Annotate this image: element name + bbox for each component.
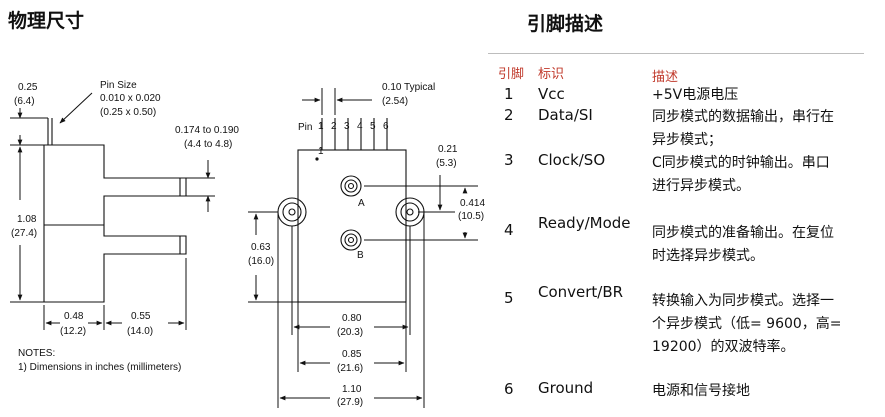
dimension-drawing: 0.25 (6.4) Pin Size 0.010 x 0.020 (0.25 … [10, 80, 485, 408]
ab-spacing-in: 0.414 [460, 198, 485, 209]
row-2-name: Data/SI [538, 106, 593, 124]
row-3-pin: 3 [504, 151, 514, 169]
row-6-pin: 6 [504, 380, 514, 398]
row-3-desc: C同步模式的时钟输出。串口进行异步模式。 [652, 155, 830, 194]
pin-description-heading: 引脚描述 [527, 13, 604, 35]
row-1-desc: +5V电源电压 [652, 87, 739, 103]
header-name: 标识 [538, 67, 565, 82]
tube-len-mm: (14.0) [127, 326, 153, 337]
base-in: 0.48 [64, 311, 84, 322]
row-4-name: Ready/Mode [538, 214, 631, 232]
row-2-desc: 同步模式的数据输出，串行在异步模式； [652, 109, 834, 148]
height-in: 1.08 [17, 214, 37, 225]
row-6-name: Ground [538, 379, 594, 397]
row-5-name: Convert/BR [538, 283, 624, 301]
row-2-pin: 2 [504, 106, 514, 124]
row-6-desc: 电源和信号接地 [652, 383, 750, 399]
tube-dia-mm: (4.4 to 4.8) [184, 139, 232, 150]
ab-offset-in: 0.21 [438, 144, 458, 155]
tube-len-in: 0.55 [131, 311, 151, 322]
physical-dimensions-heading: 物理尺寸 [8, 10, 85, 32]
side-view: 0.25 (6.4) Pin Size 0.010 x 0.020 (0.25 … [10, 80, 239, 373]
front-view: 0.10 Typical (2.54) Pin 1 2 3 4 5 6 1 A … [248, 82, 485, 408]
ab-spacing-mm: (10.5) [458, 211, 484, 222]
pin-size-mm: (0.25 x 0.50) [100, 107, 156, 118]
pin-size-in: 0.010 x 0.020 [100, 93, 161, 104]
row-1-name: Vcc [538, 85, 565, 103]
ab-offset-mm: (5.3) [436, 158, 457, 169]
body-width-in: 0.85 [342, 349, 362, 360]
pin-number-1: 1 [318, 121, 324, 132]
pin-number-4: 4 [357, 121, 363, 132]
row-4-pin: 4 [504, 221, 514, 239]
row-4-desc: 同步模式的准备输出。在复位时选择异步模式。 [652, 225, 834, 264]
pin-number-6: 6 [383, 121, 389, 132]
notes-title: NOTES: [18, 348, 55, 359]
pin-number-2: 2 [331, 121, 337, 132]
tube-dia-in: 0.174 to 0.190 [175, 125, 239, 136]
top-offset-mm: (6.4) [14, 96, 35, 107]
pin-number-3: 3 [344, 121, 350, 132]
port-b-label: B [357, 250, 364, 261]
base-mm: (12.2) [60, 326, 86, 337]
row-5-pin: 5 [504, 289, 514, 307]
height-mm: (27.4) [11, 228, 37, 239]
total-width-in: 1.10 [342, 384, 362, 395]
pin1-marker: 1 [318, 146, 324, 157]
body-width-mm: (21.6) [337, 363, 363, 374]
pitch-in: 0.10 Typical [382, 82, 435, 93]
notes-line: 1) Dimensions in inches (millimeters) [18, 362, 181, 373]
row-1-pin: 1 [504, 85, 514, 103]
hole-height-mm: (16.0) [248, 256, 274, 267]
pin-number-5: 5 [370, 121, 376, 132]
hole-spacing-mm: (20.3) [337, 327, 363, 338]
top-offset-in: 0.25 [18, 82, 38, 93]
pitch-mm: (2.54) [382, 96, 408, 107]
port-a-label: A [358, 198, 365, 209]
heading-divider [488, 53, 864, 54]
header-pin: 引脚 [498, 67, 525, 82]
header-desc: 描述 [652, 70, 679, 85]
pin-size-title: Pin Size [100, 80, 137, 91]
hole-spacing-in: 0.80 [342, 313, 362, 324]
total-width-mm: (27.9) [337, 397, 363, 408]
row-3-name: Clock/SO [538, 151, 606, 169]
row-5-desc: 转换输入为同步模式。选择一个异步模式（低= 9600，高= 19200）的双波特… [652, 293, 842, 355]
pin-row-label: Pin [298, 122, 312, 133]
hole-height-in: 0.63 [251, 242, 271, 253]
